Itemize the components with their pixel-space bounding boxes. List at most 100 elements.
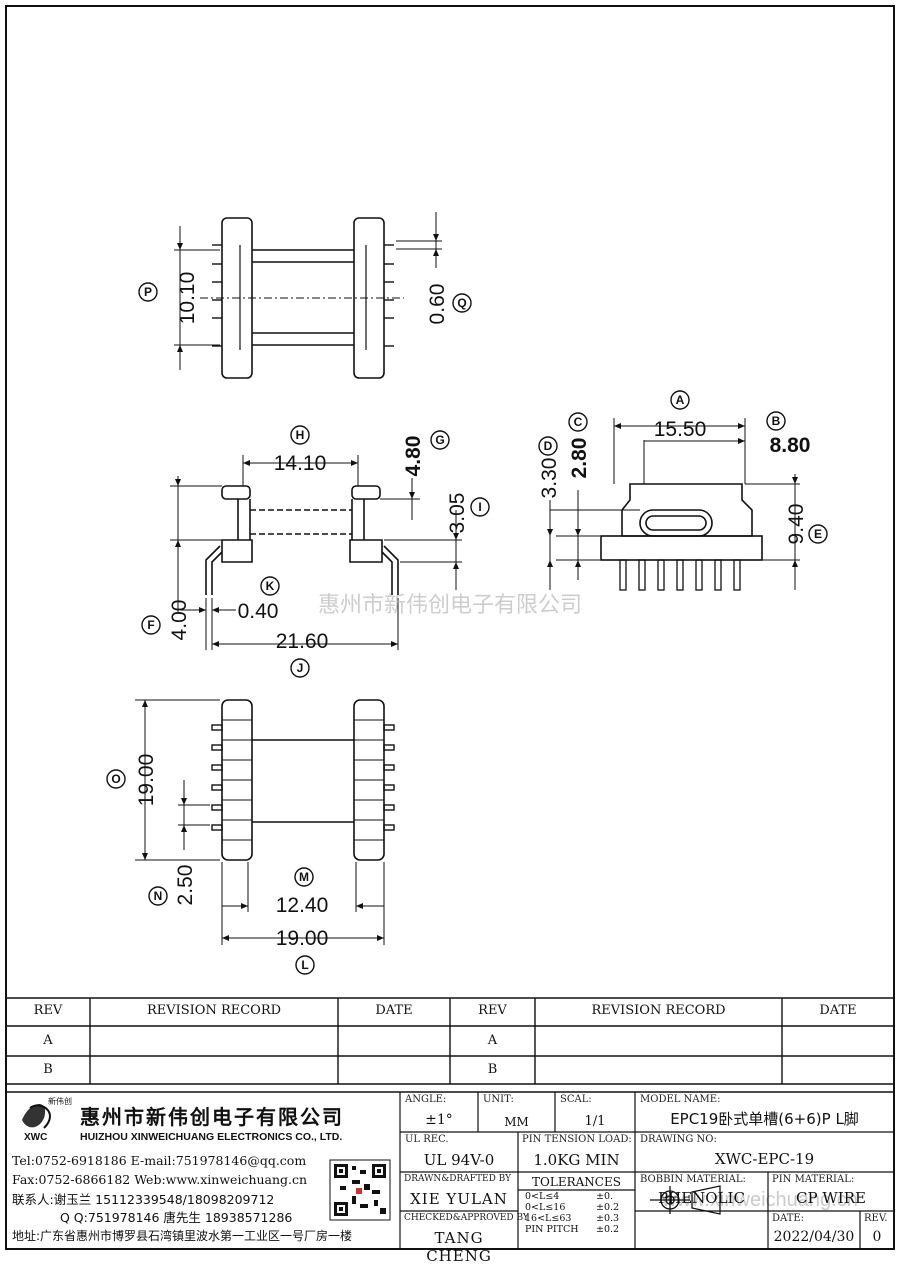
callouts: P Q H G I K F J A B C D E O N M L xyxy=(106,282,828,975)
callout-b: B xyxy=(766,411,786,431)
side-view xyxy=(549,418,800,591)
drafted-label: DRAWN&DRAFTED BY xyxy=(404,1174,512,1184)
tol-value-4: ±0.2 xyxy=(596,1224,620,1235)
date-label: DATE: xyxy=(772,1213,805,1224)
unit-value: MM xyxy=(504,1115,529,1129)
callout-f: F xyxy=(141,615,161,635)
svg-text:F: F xyxy=(147,618,154,632)
dim-d: 3.30 xyxy=(538,458,561,499)
callout-p: P xyxy=(138,282,158,302)
svg-text:O: O xyxy=(111,772,120,786)
rev-header-right: REV xyxy=(478,1003,507,1018)
dim-p: 10.10 xyxy=(176,272,199,325)
callout-k: K xyxy=(260,576,280,596)
callout-n: N xyxy=(148,886,168,906)
company-tel: Tel:0752-6918186 E-mail:751978146@qq.com xyxy=(12,1153,307,1168)
drawing-frame xyxy=(5,5,895,1250)
tol-range-4: PIN PITCH xyxy=(525,1224,579,1235)
dim-h: 14.10 xyxy=(274,452,327,475)
callout-m: M xyxy=(294,867,314,887)
svg-text:E: E xyxy=(814,527,822,541)
drawing-no-value: XWC-EPC-19 xyxy=(714,1150,815,1168)
svg-text:G: G xyxy=(435,433,444,447)
drafted-value: XIE YULAN xyxy=(410,1190,508,1208)
dim-c: 2.80 xyxy=(568,438,591,479)
company-address: 地址:广东省惠州市博罗县石湾镇里波水第一工业区一号厂房一楼 xyxy=(12,1229,353,1243)
dim-k: 0.40 xyxy=(238,600,279,623)
svg-text:J: J xyxy=(297,661,304,675)
svg-text:Q: Q xyxy=(457,296,466,310)
tol-range-1: 0<L≤4 xyxy=(525,1191,560,1202)
top-view xyxy=(174,212,442,379)
dim-n: 2.50 xyxy=(174,865,197,906)
callout-d: D xyxy=(538,436,558,456)
bobbin-value: PHENOLIC xyxy=(658,1189,745,1207)
logo-text: XWC xyxy=(24,1132,48,1143)
svg-text:M: M xyxy=(299,870,309,884)
tol-value-3: ±0.3 xyxy=(596,1213,620,1224)
projection-symbol xyxy=(650,1185,721,1215)
company-name-cn: 惠州市新伟创电子有限公司 xyxy=(80,1105,344,1129)
callout-i: I xyxy=(470,497,490,517)
date-header-right: DATE xyxy=(819,1003,857,1018)
svg-text:B: B xyxy=(772,414,781,428)
svg-text:K: K xyxy=(266,579,275,593)
dim-e: 9.40 xyxy=(785,504,808,545)
svg-text:L: L xyxy=(301,958,308,972)
svg-text:H: H xyxy=(296,428,305,442)
company-contact: 联系人:谢玉兰 15112339548/18098209712 xyxy=(12,1192,275,1207)
company-qq: Q Q:751978146 唐先生 18938571286 xyxy=(60,1210,293,1225)
pin-tension-value: 1.0KG MIN xyxy=(533,1151,620,1169)
model-label: MODEL NAME: xyxy=(640,1094,721,1105)
rev-header-left: REV xyxy=(33,1003,63,1018)
scale-value: 1/1 xyxy=(584,1114,606,1129)
callout-j: J xyxy=(290,658,310,678)
qr-code xyxy=(329,1159,391,1221)
record-header-right: REVISION RECORD xyxy=(591,1003,726,1018)
tol-value-2: ±0.2 xyxy=(596,1202,620,1213)
callout-o: O xyxy=(106,769,126,789)
tolerances-label: TOLERANCES xyxy=(532,1175,621,1189)
dimension-arrows xyxy=(142,222,798,941)
dim-l: 19.00 xyxy=(276,927,329,950)
tol-range-2: 0<L≤16 xyxy=(525,1202,566,1213)
svg-text:N: N xyxy=(154,889,163,903)
watermark-url: www.xinweichuang.cn xyxy=(661,1189,858,1211)
dim-g: 4.80 xyxy=(402,436,425,477)
callout-g: G xyxy=(430,430,450,450)
tolerance-ranges: 0<L≤4 0<L≤16 16<L≤63 PIN PITCH xyxy=(525,1191,579,1235)
unit-label: UNIT: xyxy=(483,1094,514,1105)
date-value: 2022/04/30 xyxy=(773,1229,855,1245)
rev-label: REV. xyxy=(864,1213,888,1224)
model-value: EPC19卧式单槽(6+6)P L脚 xyxy=(670,1110,859,1128)
bobbin-label: BOBBIN MATERIAL: xyxy=(640,1174,746,1185)
scale-label: SCAL: xyxy=(560,1094,592,1105)
callout-a: A xyxy=(670,390,690,410)
dim-f: 4.00 xyxy=(168,600,191,641)
rev-value: 0 xyxy=(872,1229,882,1245)
revision-table xyxy=(6,997,894,1093)
checked-value: TANG CHENG xyxy=(426,1229,492,1265)
callout-e: E xyxy=(808,524,828,544)
dimension-labels: 10.10 0.60 14.10 4.80 3.05 0.40 4.00 21.… xyxy=(135,272,810,950)
callout-c: C xyxy=(568,412,588,432)
rev-row-b-left: B xyxy=(43,1062,53,1077)
pin-tension-label: PIN TENSION LOAD: xyxy=(522,1134,632,1145)
svg-text:P: P xyxy=(144,285,152,299)
tol-range-3: 16<L≤63 xyxy=(525,1213,572,1224)
svg-text:I: I xyxy=(478,500,481,514)
dim-b: 8.80 xyxy=(770,434,811,457)
dim-q: 0.60 xyxy=(426,284,449,325)
callout-q: Q xyxy=(452,293,472,313)
svg-text:A: A xyxy=(676,393,685,407)
dim-o: 19.00 xyxy=(135,754,158,807)
ul-label: UL REC. xyxy=(405,1134,449,1145)
angle-label: ANGLE: xyxy=(405,1094,447,1105)
callout-l: L xyxy=(295,955,315,975)
logo-cn: 新伟创 xyxy=(48,1097,72,1106)
date-header-left: DATE xyxy=(375,1003,413,1018)
record-header-left: REVISION RECORD xyxy=(146,1003,282,1018)
angle-value: ±1° xyxy=(425,1112,453,1128)
watermark-text: 惠州市新伟创电子有限公司 xyxy=(318,593,582,618)
